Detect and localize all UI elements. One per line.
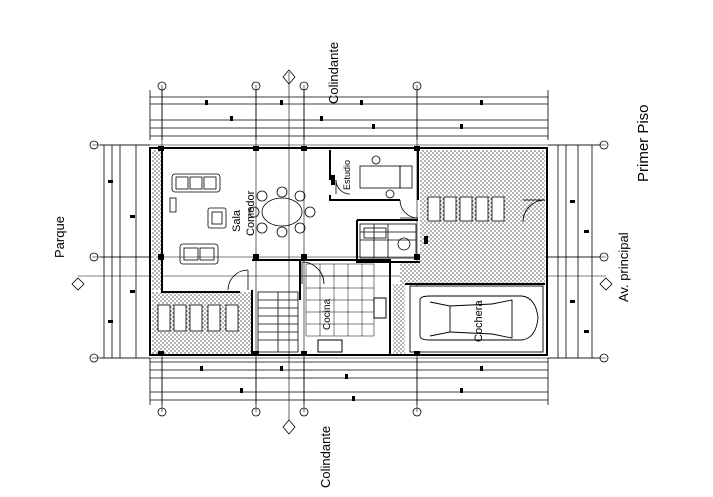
av-principal-label: Av. principal xyxy=(616,232,631,302)
primer-piso-label: Primer Piso xyxy=(635,104,652,182)
front-stepping-stones xyxy=(427,196,505,222)
estudio-label: Estudio xyxy=(342,160,352,190)
living-room-furniture xyxy=(169,173,227,265)
colindante-bottom-label: Colindante xyxy=(318,426,333,488)
dimension-lines-right xyxy=(548,144,600,359)
kitchen-counter xyxy=(373,297,387,319)
stairs xyxy=(257,291,299,353)
outer-walls xyxy=(149,147,548,356)
doors xyxy=(227,179,546,291)
axis-markers xyxy=(71,69,613,435)
kitchen-stove xyxy=(317,339,343,353)
patio-stepping-stones xyxy=(157,304,239,332)
comedor-label: Comedor xyxy=(245,190,257,236)
dimension-lines-bottom xyxy=(149,358,549,405)
garage-side-strip xyxy=(393,284,405,354)
colindante-top-label: Colindante xyxy=(326,42,341,104)
cocina-label: Cocina xyxy=(322,298,333,330)
sala-label: Sala xyxy=(231,209,243,232)
columns xyxy=(158,146,428,356)
dimension-lines-left xyxy=(100,144,150,359)
dimension-lines-top xyxy=(149,90,549,140)
left-garden-strip xyxy=(152,150,162,290)
car-icon xyxy=(409,285,544,353)
cochera-label: Cochera xyxy=(473,300,485,342)
dimension-ticks xyxy=(108,100,589,401)
bathroom xyxy=(359,223,417,259)
dining-table xyxy=(248,186,316,238)
kitchen-floor-tiles xyxy=(305,263,375,337)
parque-label: Parque xyxy=(52,216,67,258)
study-desk xyxy=(359,155,413,199)
interior-walls xyxy=(161,150,545,354)
front-garden-area xyxy=(400,150,545,284)
axis-lines xyxy=(78,72,606,420)
